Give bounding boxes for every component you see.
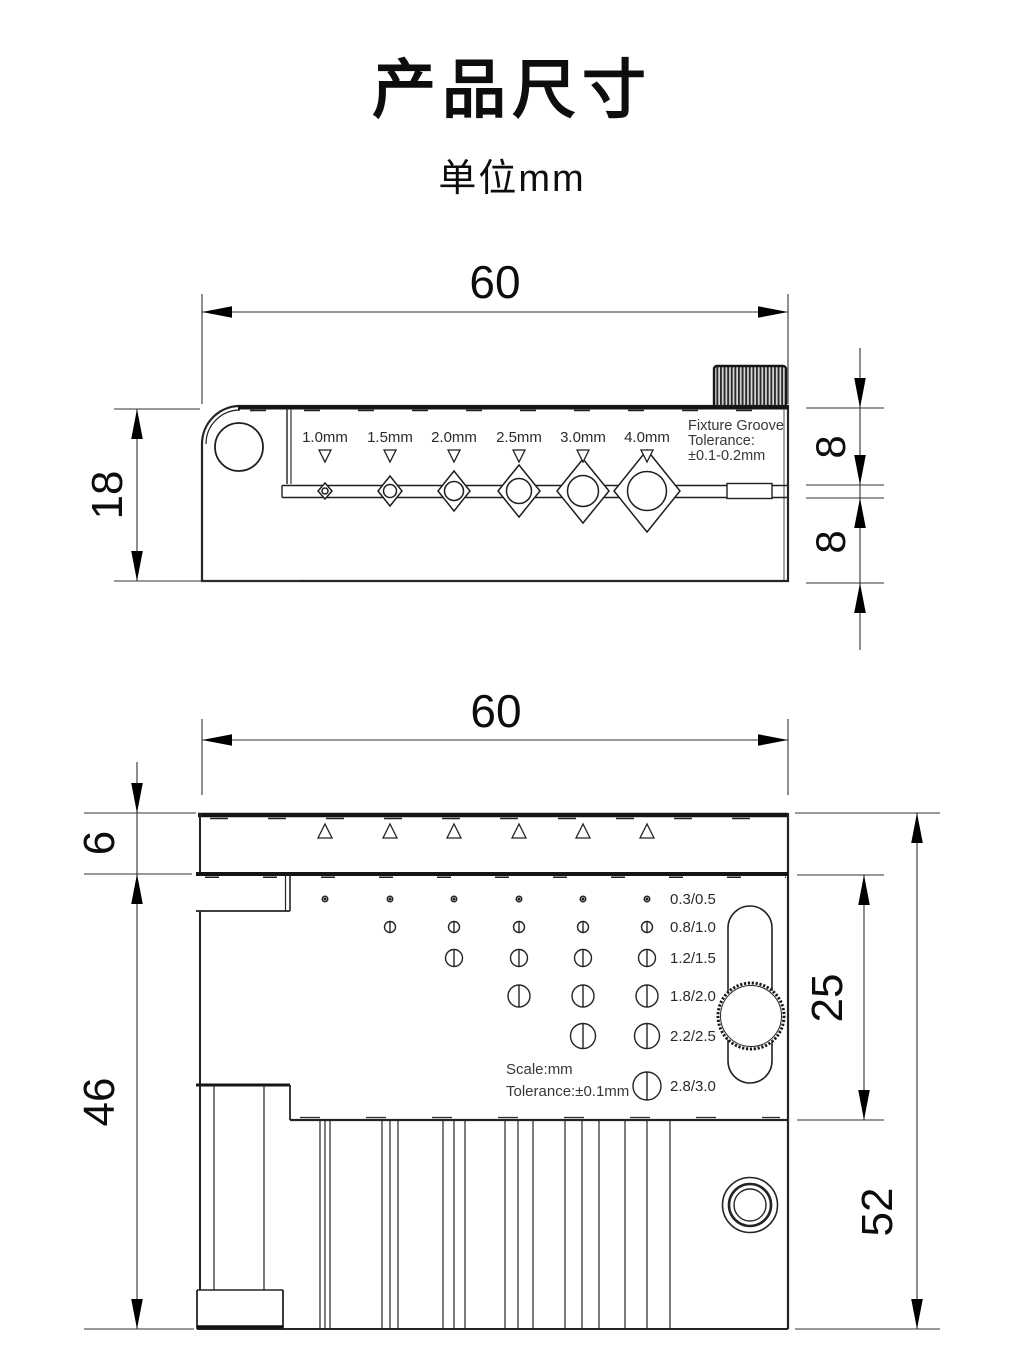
page-subtitle: 单位mm <box>438 158 585 200</box>
hole-size-labels: 0.3/0.5 0.8/1.0 1.2/1.5 1.8/2.0 2.2/2.5 … <box>670 891 716 1095</box>
pointer-triangle-icon <box>575 449 591 464</box>
hole-label: 1.2/1.5 <box>670 950 716 967</box>
arrowhead-icon <box>131 1299 143 1329</box>
arrowhead-icon <box>758 734 788 746</box>
dim-lower-height: 46 <box>75 1078 124 1127</box>
pointer-triangle-icon <box>446 449 462 464</box>
gauge-hole-2.0mm <box>443 480 465 502</box>
drill-hole-matrix <box>321 895 662 1101</box>
bottom-view-dimensions: 60 6 46 25 52 <box>75 685 940 1330</box>
arrowhead-icon <box>854 378 866 408</box>
arrowhead-icon <box>131 551 143 581</box>
pointer-triangle-icon <box>382 449 398 464</box>
dim-full-height: 52 <box>853 1188 902 1237</box>
arrowhead-icon <box>131 409 143 439</box>
thumb-screw-knob <box>712 364 788 409</box>
fixture-groove-note: Fixture Groove Tolerance: ±0.1-0.2mm <box>688 418 784 464</box>
hole-label: 2.2/2.5 <box>670 1028 716 1045</box>
gauge-hole-1.0mm <box>321 487 329 495</box>
hole-label: 0.3/0.5 <box>670 891 716 908</box>
triangle-up-icon <box>445 822 463 839</box>
top-view-dimensions: 60 18 8 8 <box>83 256 884 650</box>
hole-row-2.8-3.0 <box>632 1071 662 1101</box>
hole-row-0.3-0.5 <box>321 895 651 903</box>
gauge-label: 2.0mm <box>431 429 477 446</box>
note-line: Scale:mm <box>506 1061 573 1078</box>
gauge-pointer-triangles <box>317 449 655 464</box>
arrowhead-icon <box>854 455 866 485</box>
arrowhead-icon <box>131 783 143 813</box>
triangle-up-icon <box>316 822 334 839</box>
pointer-triangle-icon <box>639 449 655 464</box>
page-header: 产品尺寸 单位mm <box>372 54 652 200</box>
knurled-wheel-inner <box>720 985 782 1047</box>
band-triangle-markers <box>316 822 656 839</box>
gauge-hole-2.5mm <box>505 477 533 505</box>
hanging-hole <box>214 422 264 472</box>
arrowhead-icon <box>854 498 866 528</box>
knurled-wheel <box>716 981 786 1051</box>
left-slot-notch <box>196 874 291 912</box>
gauge-hole-3.0mm <box>566 474 600 508</box>
top-view-inner-arc <box>205 409 241 445</box>
arrowhead-icon <box>202 734 232 746</box>
dim-groove-depth-top: 8 <box>807 435 854 458</box>
gauge-label: 1.0mm <box>302 429 348 446</box>
dim-slot-height: 25 <box>803 974 852 1023</box>
gauge-hole-4.0mm <box>626 470 668 512</box>
arrowhead-icon <box>202 306 232 318</box>
pointer-triangle-icon <box>511 449 527 464</box>
arrowhead-icon <box>911 813 923 843</box>
top-view: 1.0mm 1.5mm 2.0mm 2.5mm 3.0mm 4.0mm Fixt… <box>200 364 790 583</box>
dim-groove-depth-bottom: 8 <box>807 530 854 553</box>
arrowhead-icon <box>758 306 788 318</box>
arrowhead-icon <box>854 583 866 613</box>
note-line: Tolerance: <box>688 433 755 449</box>
clamp-arm <box>196 1083 291 1329</box>
note-line: Tolerance:±0.1mm <box>506 1083 629 1100</box>
arrowhead-icon <box>858 1090 870 1120</box>
note-line: ±0.1-0.2mm <box>688 448 765 464</box>
page-title: 产品尺寸 <box>372 54 652 126</box>
hole-label: 1.8/2.0 <box>670 988 716 1005</box>
triangle-up-icon <box>638 822 656 839</box>
hole-label: 0.8/1.0 <box>670 919 716 936</box>
gauge-label: 4.0mm <box>624 429 670 446</box>
hole-row-1.2-1.5 <box>444 948 657 968</box>
triangle-up-icon <box>510 822 528 839</box>
hole-row-1.8-2.0 <box>507 984 659 1008</box>
dim-top-width: 60 <box>469 256 520 308</box>
dim-top-height: 18 <box>83 471 132 520</box>
gauge-size-labels: 1.0mm 1.5mm 2.0mm 2.5mm 3.0mm 4.0mm <box>302 429 670 446</box>
bottom-view: 0.3/0.5 0.8/1.0 1.2/1.5 1.8/2.0 2.2/2.5 … <box>196 812 790 1330</box>
screw-hole <box>721 1176 779 1234</box>
groove-step-lines <box>319 1121 671 1328</box>
scale-note: Scale:mm Tolerance:±0.1mm <box>506 1061 629 1100</box>
dim-band-height: 6 <box>75 831 124 855</box>
gauge-diamonds <box>317 448 681 534</box>
arrowhead-icon <box>131 874 143 904</box>
slider-end-plate <box>726 482 773 500</box>
gauge-hole-1.5mm <box>382 483 398 499</box>
hole-row-0.8-1.0 <box>383 920 654 934</box>
dim-bottom-width: 60 <box>470 685 521 737</box>
hole-label: 2.8/3.0 <box>670 1078 716 1095</box>
triangle-up-icon <box>381 822 399 839</box>
note-line: Fixture Groove <box>688 418 784 434</box>
pointer-triangle-icon <box>317 449 333 464</box>
hole-row-2.2-2.5 <box>569 1022 661 1050</box>
gauge-label: 2.5mm <box>496 429 542 446</box>
triangle-up-icon <box>574 822 592 839</box>
gauge-label: 3.0mm <box>560 429 606 446</box>
arrowhead-icon <box>911 1299 923 1329</box>
gauge-label: 1.5mm <box>367 429 413 446</box>
arrowhead-icon <box>858 875 870 905</box>
